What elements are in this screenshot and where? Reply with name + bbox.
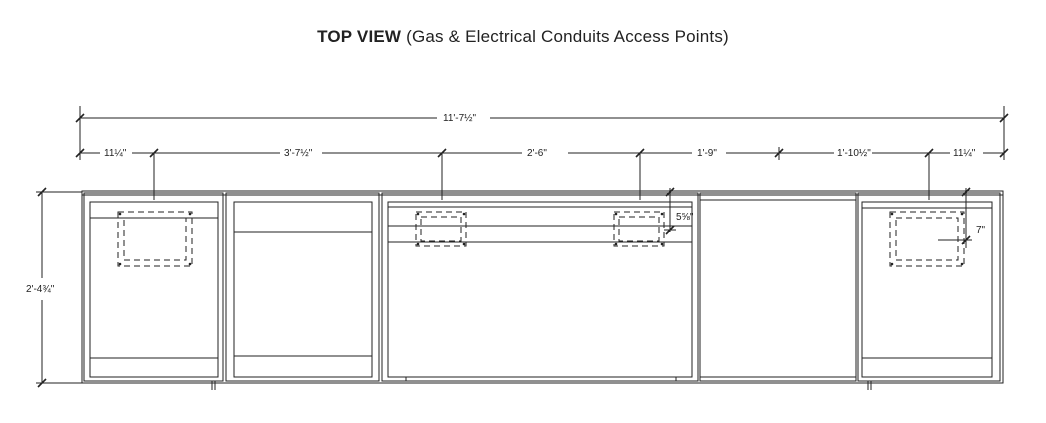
conduit-access-center-corners (416, 212, 664, 246)
cabinet-right (857, 192, 1001, 390)
segment-3-label: 2'-6" (527, 148, 547, 159)
offset-dimension-b (938, 187, 972, 248)
cabinet-center (381, 192, 699, 382)
conduit-leaders (153, 153, 930, 200)
segment-6-label: 11¼" (953, 147, 976, 159)
overall-dimension-label: 11'-7½" (443, 113, 477, 124)
segment-5-label: 1'-10½" (837, 148, 871, 159)
title-bold: TOP VIEW (317, 27, 402, 46)
diagram-title: TOP VIEW (Gas & Electrical Conduits Acce… (0, 27, 1046, 47)
segment-4-label: 1'-9" (697, 148, 717, 159)
segment-2-label: 3'-7½" (284, 148, 313, 159)
cabinet-4 (699, 192, 857, 382)
offset-dimension-b-label: 7" (976, 225, 986, 236)
depth-dimension (36, 187, 82, 388)
conduit-access-right (889, 211, 965, 267)
conduit-access-left (117, 211, 193, 267)
conduit-access-center-right (613, 211, 665, 247)
conduit-access-left-corners (118, 212, 192, 266)
cabinet-left (83, 192, 224, 390)
segment-1-label: 11¼" (104, 147, 127, 159)
countertop-outline (81, 190, 1004, 384)
conduit-access-center-left (415, 211, 467, 247)
conduit-access-right-corners (890, 212, 964, 266)
offset-dimension-a (664, 187, 676, 235)
cabinet-2 (225, 192, 380, 382)
title-rest: (Gas & Electrical Conduits Access Points… (401, 27, 729, 46)
offset-dimension-a-label: 5⅝" (676, 212, 694, 223)
depth-dimension-label: 2'-4¾" (26, 284, 55, 295)
overall-dimension (75, 106, 1009, 160)
